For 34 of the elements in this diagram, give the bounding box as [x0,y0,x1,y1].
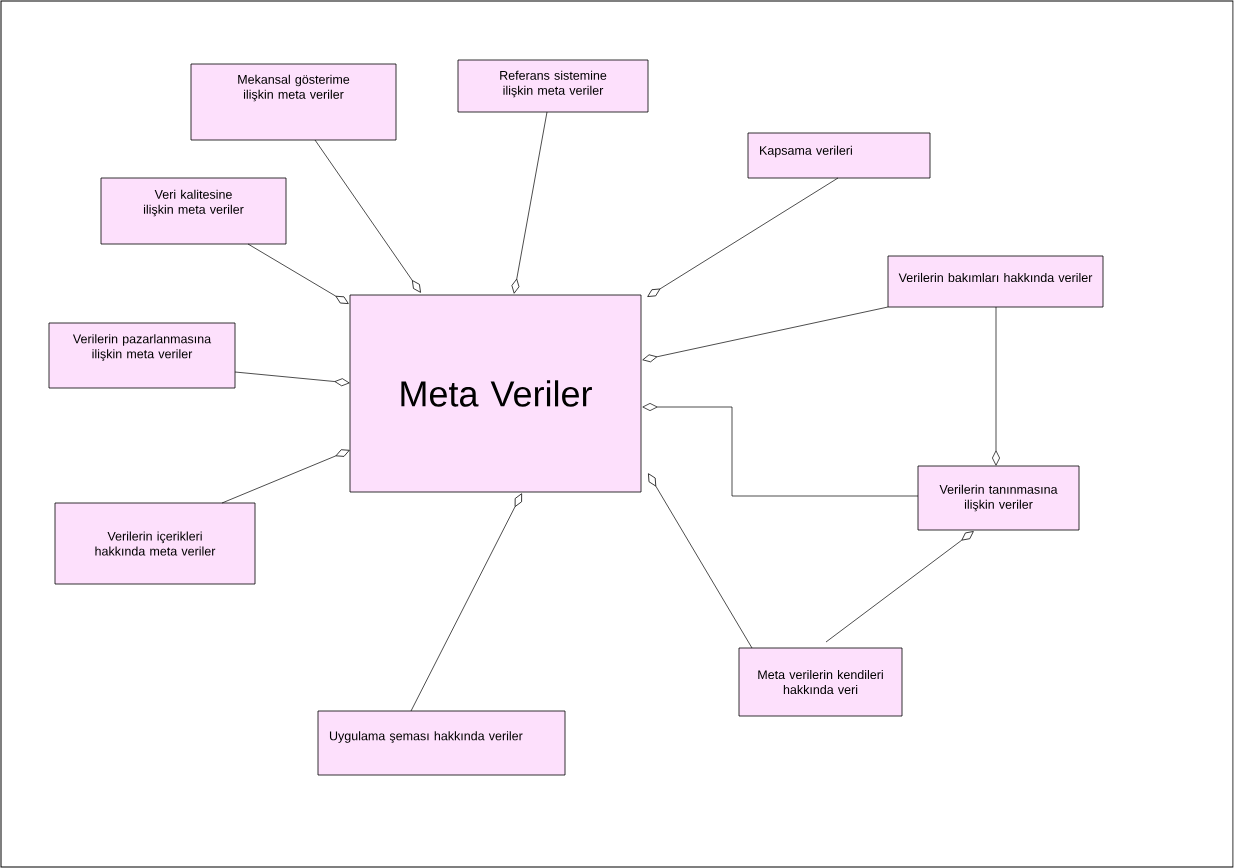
aggregation-line [642,306,889,363]
concept-box [190,63,397,141]
concept-box [738,647,903,717]
aggregation-line [647,177,839,297]
aggregation-line [825,531,974,643]
concept-box [317,710,566,776]
aggregation-line [648,473,753,649]
concept-box [917,465,1080,531]
box-text: Referans sistemine ilişkin meta veriler [500,70,607,98]
aggregation-line [511,111,548,294]
concept-box [457,59,649,113]
box-text: Kapsama verileri [760,145,852,158]
concept-box [747,132,931,179]
main-box [349,294,642,493]
aggregation-line [642,403,919,497]
box-text: Veri kalitesine ilişkin meta veriler [144,189,244,217]
concept-box [54,502,256,585]
concept-box [887,255,1104,308]
aggregation-line [234,371,350,387]
box-text: Meta verilerin kendileri hakkında veri [758,669,883,695]
box-text: Verilerin pazarlanmasına ilişkin meta veriler [72,334,212,361]
aggregation-line [992,306,1000,466]
box-text: Mekansal gösterime ilişkin meta veriler [238,74,350,102]
box-text: Verilerin tanınmasına ilişkin veriler [939,484,1058,512]
concept-box [48,322,236,389]
aggregation-line [247,243,349,304]
aggregation-line [314,139,421,293]
box-text: Uygulama şeması hakkında veriler [329,731,523,743]
aggregation-line [410,493,522,712]
aggregation-line [221,449,350,504]
concept-box [100,177,287,245]
box-text: Meta Veriler [401,380,592,407]
box-text: Verilerin bakımları hakkında veriler [898,272,1093,283]
box-text: Verilerin içerikleri hakkında meta veriler [95,531,216,556]
